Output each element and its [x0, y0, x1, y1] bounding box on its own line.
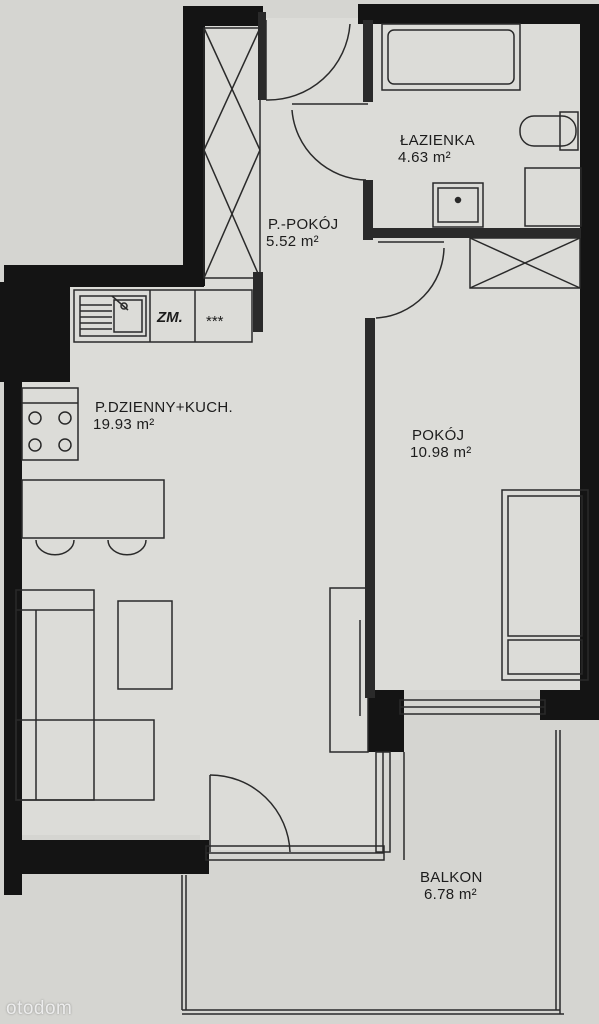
- bathtub: [381, 23, 521, 91]
- bedroom-name: POKÓJ: [412, 427, 464, 444]
- bedroom-shelf: [469, 237, 581, 289]
- apartment-floor: [20, 18, 580, 850]
- kitchen-counter: [73, 289, 253, 343]
- kitchen-island: [21, 479, 165, 556]
- balcony-area: 6.78 m²: [424, 886, 477, 903]
- hall-name: P.-POKÓJ: [268, 216, 338, 233]
- toilet: [519, 115, 577, 147]
- cooktop-label: ***: [206, 313, 224, 330]
- kitchen-stove: [21, 387, 79, 461]
- living-area: 19.93 m²: [93, 416, 155, 433]
- watermark-logo: otodom: [6, 998, 73, 1019]
- hall-area: 5.52 m²: [266, 233, 319, 250]
- bathroom-sink: [432, 182, 484, 228]
- exterior-walls: [0, 4, 599, 895]
- doors: [209, 20, 445, 853]
- bathroom-fixtures: [381, 23, 582, 228]
- bedroom-area: 10.98 m²: [410, 444, 472, 461]
- bed: [501, 489, 589, 681]
- bathroom-name: ŁAZIENKA: [400, 132, 475, 149]
- balcony-outline: [181, 730, 564, 1015]
- bathroom-area: 4.63 m²: [398, 149, 451, 166]
- fridge-label: ZM.: [156, 309, 183, 326]
- living-name: P.DZIENNY+KUCH.: [95, 399, 233, 416]
- sofa: [15, 589, 155, 801]
- coffee-table: [117, 600, 173, 690]
- interior-walls: [253, 12, 581, 698]
- balcony-name: BALKON: [420, 869, 483, 886]
- hall-wardrobe: [203, 27, 261, 279]
- bathroom-cabinet: [524, 167, 582, 227]
- windows: [205, 699, 546, 861]
- tv-cabinet: [329, 587, 369, 753]
